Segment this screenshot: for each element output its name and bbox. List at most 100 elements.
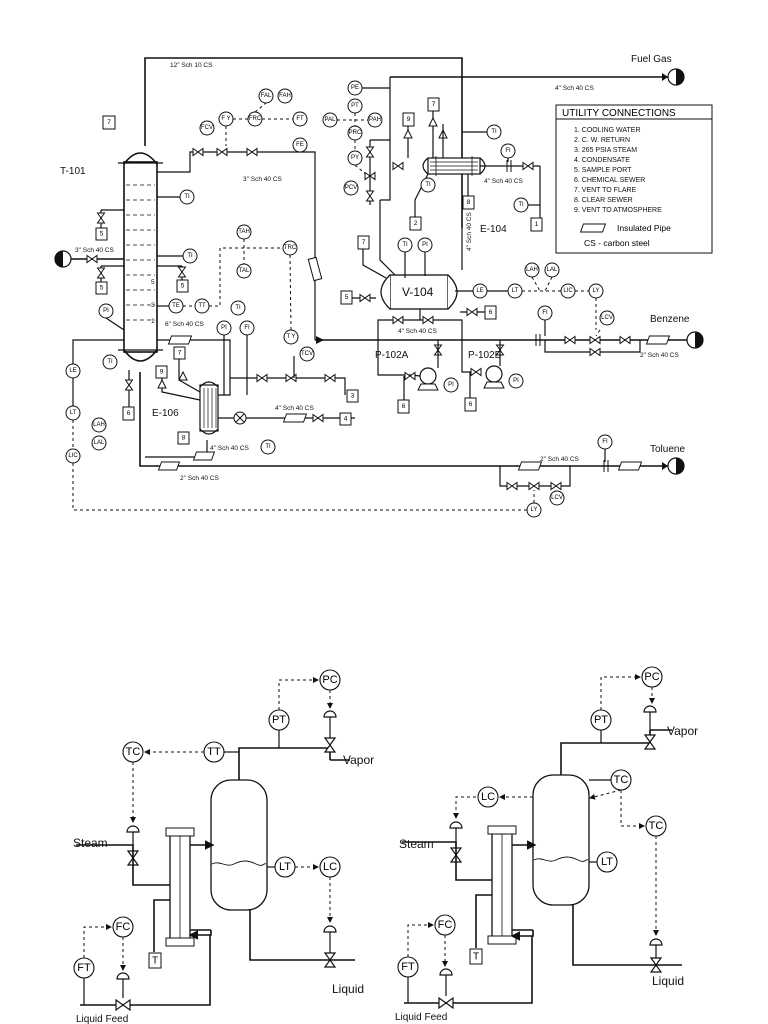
condenser-instruments: TI TI FI TI (420, 124, 529, 213)
svg-text:TI: TI (187, 253, 193, 259)
bottoms-pipe-label: 2" Sch 40 CS (180, 475, 219, 482)
utility-item-1: 1. COOLING WATER (574, 127, 641, 134)
svg-text:PAL: PAL (325, 117, 337, 123)
svg-text:PRC: PRC (349, 130, 362, 136)
drum-instruments: TI PI LE LT LAH LAL LIC LY LCV FI (397, 237, 615, 326)
right-control-diagram: Vapor PT PC TC TC LC LT Steam (395, 666, 698, 1023)
vertical-pipe-label: 4" Sch 40 CS (466, 212, 473, 251)
utility-legend: UTILITY CONNECTIONS 1. COOLING WATER 2. … (555, 104, 713, 254)
svg-text:9: 9 (160, 369, 164, 376)
pump-b-label: P-102B (468, 350, 502, 361)
right-liquid-label: Liquid (652, 974, 684, 988)
svg-text:7: 7 (362, 239, 366, 246)
svg-text:6: 6 (469, 401, 473, 408)
svg-text:2: 2 (414, 220, 418, 227)
right-vapor-label: Vapor (667, 724, 698, 738)
tray-3-label: 3 (151, 302, 155, 309)
insulated-pipe-label: Insulated Pipe (617, 223, 671, 233)
svg-text:TCV: TCV (301, 351, 313, 357)
benzene-pipe-label: 2" Sch 40 CS (640, 352, 679, 359)
svg-text:FAL: FAL (261, 93, 272, 99)
utility-box-6-drum: 6 (484, 305, 497, 320)
utility-box-4: 4 (339, 412, 352, 426)
utility-box-8-reboiler: 8 (177, 431, 190, 445)
right-liquid-feed-label: Liquid Feed (395, 1012, 447, 1023)
svg-text:PY: PY (351, 155, 359, 161)
utility-box-5-c: 5 (176, 279, 189, 293)
svg-text:LY: LY (593, 288, 600, 294)
tower-t101: 5 3 1 (118, 152, 163, 362)
svg-text:FI: FI (602, 439, 608, 445)
svg-text:5: 5 (100, 231, 104, 238)
right-pressure-instruments: PT PC (590, 666, 663, 731)
utility-box-2: 2 (409, 216, 422, 231)
cs-note: CS - carbon steel (584, 238, 650, 248)
utility-box-5-drum: 5 (340, 290, 353, 305)
tray-1-label: 1 (151, 318, 155, 325)
top-pid: 5 3 1 T-101 12" Sch 10 CS Fuel Gas 4" Sc… (54, 54, 713, 518)
utility-box-7-top: 7 (102, 115, 116, 130)
svg-text:PI: PI (221, 325, 227, 331)
svg-text:8: 8 (467, 199, 471, 206)
condenser-label: E-104 (480, 224, 507, 235)
svg-text:7: 7 (432, 101, 436, 108)
svg-text:6: 6 (127, 410, 131, 417)
svg-text:PC: PC (644, 671, 659, 683)
condenser-pipe-label: 4" Sch 40 CS (484, 178, 523, 185)
svg-text:FE: FE (296, 142, 304, 148)
svg-text:LCV: LCV (601, 315, 613, 321)
left-exchanger (165, 827, 195, 947)
toluene-pipe-label: 2" Sch 40 CS (540, 456, 579, 463)
utility-box-9-reboiler: 9 (155, 365, 168, 379)
tray-5-label: 5 (151, 279, 155, 286)
reboiler-pipe-label: 4" Sch 40 CS (210, 445, 249, 452)
tower-6in-pipe-label: 6" Sch 40 CS (165, 321, 204, 328)
utility-title: UTILITY CONNECTIONS (562, 108, 676, 119)
svg-text:LCV: LCV (551, 495, 563, 501)
svg-text:TC: TC (614, 774, 629, 786)
drum-v104 (380, 274, 458, 310)
utility-box-5-a: 5 (95, 227, 108, 241)
svg-text:PAH: PAH (369, 117, 381, 123)
drum-label: V-104 (402, 285, 434, 299)
svg-text:LAH: LAH (526, 267, 538, 273)
utility-box-7-reboiler: 7 (173, 346, 186, 360)
utility-item-2: 2. C. W. RETURN (574, 137, 630, 144)
svg-text:3: 3 (351, 393, 355, 400)
svg-text:9: 9 (407, 116, 411, 123)
svg-text:LAL: LAL (94, 440, 105, 446)
left-vessel (210, 779, 268, 911)
svg-text:5: 5 (181, 283, 185, 290)
svg-text:PT: PT (594, 714, 608, 726)
svg-text:LT: LT (512, 288, 519, 294)
steam-pipe-label: 4" Sch 40 CS (275, 405, 314, 412)
svg-text:TT: TT (207, 746, 221, 758)
svg-text:FT: FT (77, 962, 91, 974)
svg-text:5: 5 (100, 285, 104, 292)
utility-item-3: 3. 265 PSIA STEAM (574, 147, 637, 154)
reflux-pipe-label: 3" Sch 40 CS (243, 176, 282, 183)
utility-box-5-b: 5 (95, 281, 108, 295)
svg-text:FC: FC (116, 921, 131, 933)
svg-text:LT: LT (279, 861, 291, 873)
svg-text:FT: FT (401, 961, 415, 973)
reflux-instruments: FCV F Y FAL FAH FRC FT FE (199, 88, 308, 153)
left-pressure-instruments: PT PC (268, 669, 341, 731)
svg-text:6: 6 (402, 403, 406, 410)
svg-text:LAL: LAL (547, 267, 558, 273)
left-steam-label: Steam (73, 836, 108, 850)
svg-text:PI: PI (103, 308, 109, 314)
reflux-line (157, 151, 316, 340)
utility-box-7-drum: 7 (357, 235, 370, 250)
svg-text:LC: LC (481, 791, 495, 803)
svg-text:4: 4 (344, 416, 348, 423)
svg-text:TC: TC (126, 746, 141, 758)
svg-text:PI: PI (513, 378, 519, 384)
drum-pipe-label: 4" Sch 40 CS (398, 328, 437, 335)
svg-text:LE: LE (476, 288, 483, 294)
tower-instruments: TI TI TE TT PI TI TAH TAL TRC T Y TCV (98, 189, 315, 370)
svg-text:TAL: TAL (239, 268, 250, 274)
feed-pipe-label: 3" Sch 40 CS (75, 247, 114, 254)
right-exchanger (487, 825, 517, 945)
overhead-pipe-label: 12" Sch 10 CS (170, 62, 213, 69)
